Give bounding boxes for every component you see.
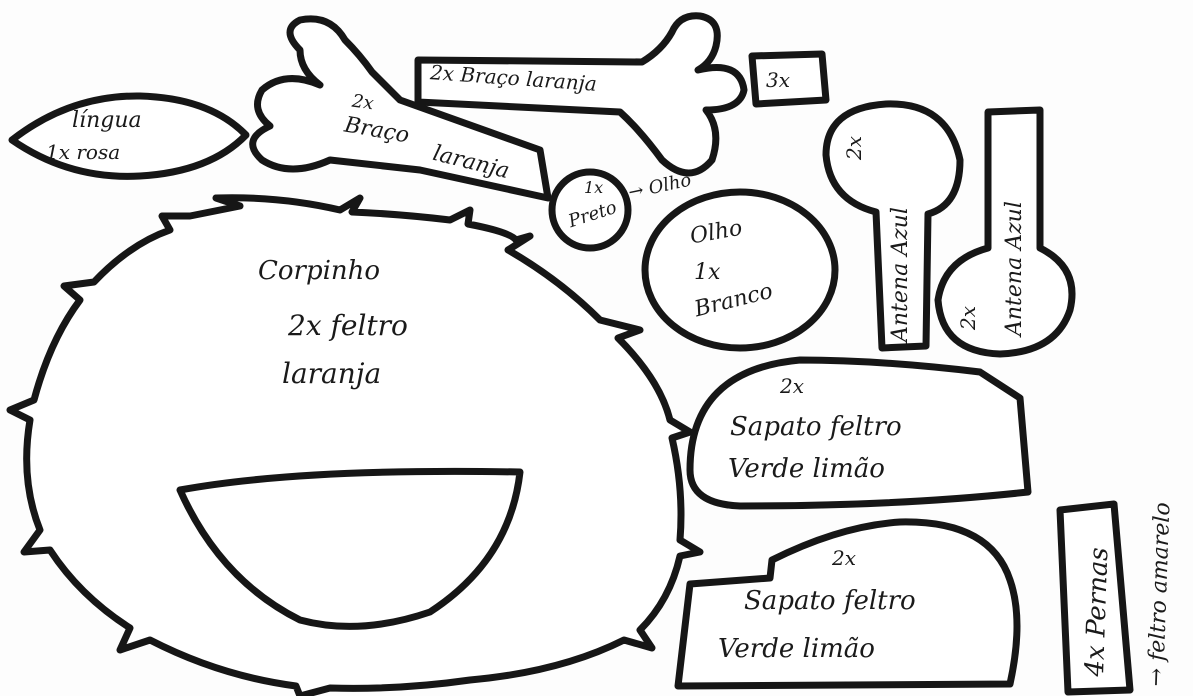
antena-left-piece xyxy=(822,100,964,352)
antena-right-label: Antena Azul xyxy=(1002,201,1027,336)
sapato-top-qty: 2x xyxy=(780,374,805,398)
olho-qty: 1x xyxy=(694,260,721,285)
olho-piece xyxy=(641,188,839,352)
small-square-label: 3x xyxy=(766,68,791,92)
antena-right-piece xyxy=(934,106,1076,358)
pernas-piece xyxy=(1056,500,1134,696)
antena-left-qty: 2x xyxy=(842,135,866,160)
corpinho-title: Corpinho xyxy=(258,256,381,286)
corpinho-qty: 2x feltro xyxy=(288,309,408,342)
sapato-bottom-qty: 2x xyxy=(832,546,857,570)
pernas-label: 4x Pernas xyxy=(1080,546,1115,677)
arm-left-qty: 2x xyxy=(350,90,376,115)
lingua-qty: 1x rosa xyxy=(46,140,121,164)
sapato-top-piece xyxy=(686,356,1032,510)
mouth-piece xyxy=(176,467,524,630)
lingua-title: língua xyxy=(72,108,142,133)
small-square-piece xyxy=(748,50,830,108)
preto-qty: 1x xyxy=(584,178,604,197)
sapato-top-label: Sapato feltro xyxy=(730,412,902,442)
antena-right-qty: 2x xyxy=(956,305,980,330)
corpinho-piece xyxy=(6,194,704,696)
antena-left-label: Antena Azul xyxy=(888,207,913,342)
preto-piece xyxy=(548,168,632,252)
sapato-bottom-label: Sapato feltro xyxy=(744,586,916,616)
lingua-piece xyxy=(8,92,250,180)
corpinho-color: laranja xyxy=(282,357,382,390)
sapato-top-color: Verde limão xyxy=(728,454,885,484)
arm-left-piece xyxy=(249,15,552,202)
arm-right-piece xyxy=(414,12,748,177)
sapato-bottom-color: Verde limão xyxy=(718,634,875,664)
sapato-bottom-piece xyxy=(674,518,1021,690)
